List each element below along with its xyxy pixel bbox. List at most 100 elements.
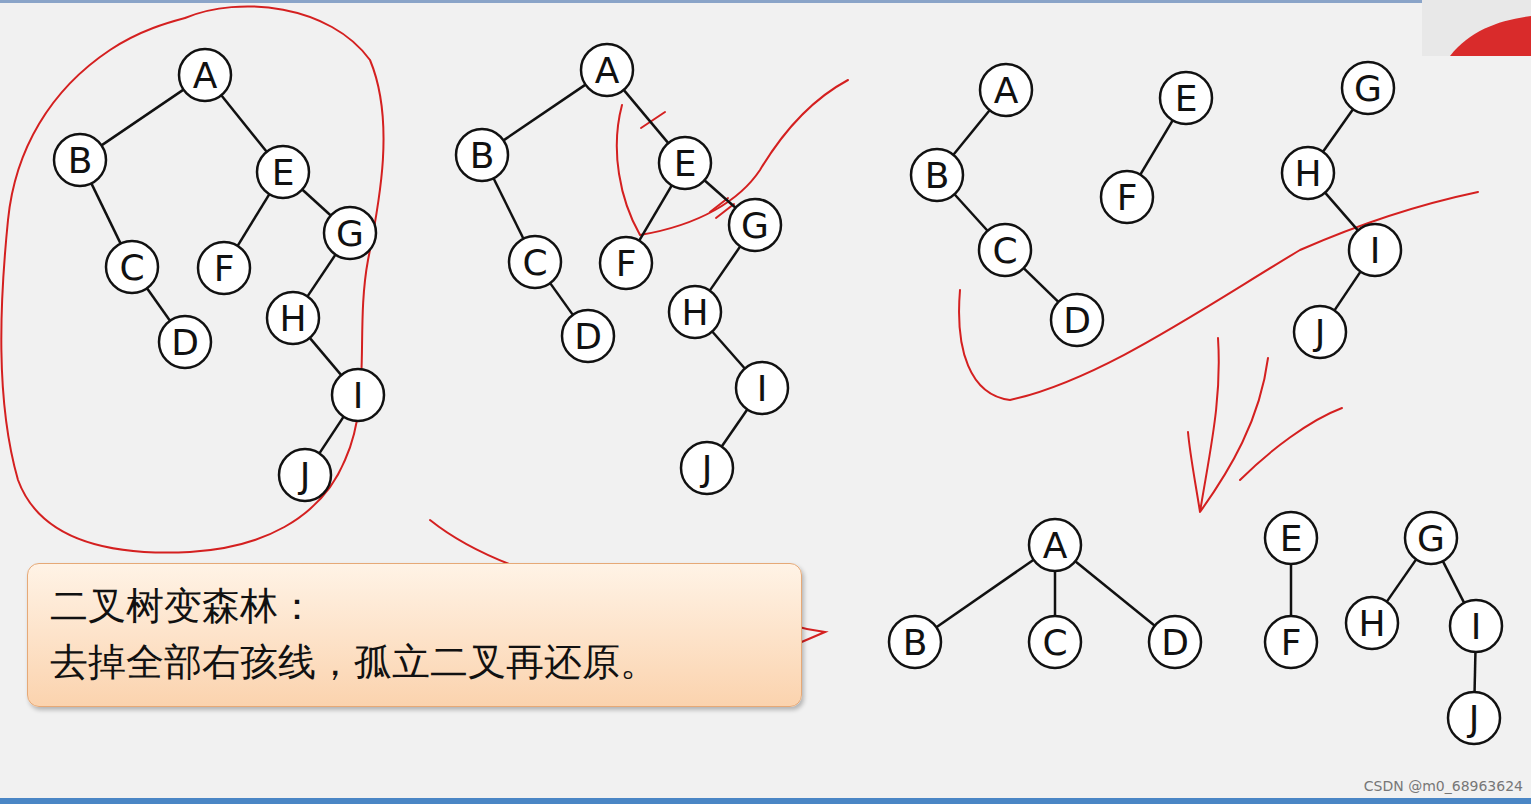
tree-edge (1325, 193, 1358, 231)
tree-edge (1024, 268, 1059, 302)
tree-node-circle: J (1292, 304, 1348, 360)
node-letter: I (1448, 598, 1504, 654)
tree-node-circle: I (1448, 598, 1504, 654)
tree-node-circle: A (579, 42, 635, 98)
tree-edge (1140, 120, 1172, 174)
tree-node-circle: F (1263, 614, 1319, 670)
tree-node-circle: D (157, 314, 213, 370)
watermark: CSDN @m0_68963624 (1364, 778, 1523, 794)
rule-body: 去掉全部右孩线，孤立二叉再还原。 (50, 634, 779, 690)
tree-edge (504, 85, 586, 141)
tree-node-circle: B (909, 147, 965, 203)
tree-node-circle: A (978, 62, 1034, 118)
node-letter: B (887, 614, 943, 670)
red-arrow (1188, 338, 1342, 512)
tree-edge (639, 185, 672, 240)
tree-edge (1473, 652, 1476, 692)
node-letter: A (579, 42, 635, 98)
node-letter: F (598, 235, 654, 291)
tree-node-circle: H (667, 284, 723, 340)
top-rule (0, 0, 1422, 3)
tree-node-circle: H (265, 290, 321, 346)
tree-edge (624, 90, 669, 143)
rule-box: 二叉树变森林：去掉全部右孩线，孤立二叉再还原。 (27, 563, 802, 707)
tree-edge (550, 283, 573, 315)
tree-edge (1443, 561, 1464, 603)
webcam-corner (1422, 0, 1531, 56)
node-letter: E (255, 144, 311, 200)
tree-edge (302, 190, 331, 216)
node-letter: D (560, 308, 616, 364)
tree-edge (953, 110, 989, 155)
tree-node-circle: D (560, 308, 616, 364)
tree-edge (1387, 559, 1416, 601)
tree-edge (221, 95, 266, 151)
tree-edge (494, 178, 524, 238)
tree-node-circle: G (727, 197, 783, 253)
node-letter: H (667, 284, 723, 340)
tree-node-circle: J (277, 447, 333, 503)
node-letter: J (1292, 304, 1348, 360)
tree-node-circle: H (1280, 145, 1336, 201)
node-letter: G (1403, 510, 1459, 566)
tree-node-circle: A (177, 47, 233, 103)
tree-node-circle: C (507, 234, 563, 290)
tree-node-circle: C (977, 222, 1033, 278)
tree-node-circle: C (1027, 614, 1083, 670)
tree-node-circle: G (322, 205, 378, 261)
tree-node-circle: A (1027, 517, 1083, 573)
node-letter: B (52, 132, 108, 188)
tree-edge (1290, 564, 1293, 616)
tree-node-circle: D (1049, 292, 1105, 348)
node-letter: I (734, 360, 790, 416)
node-letter: J (679, 440, 735, 496)
tree-edge (147, 288, 170, 321)
tree-edge (936, 560, 1033, 627)
tree-node-circle: B (454, 127, 510, 183)
node-letter: F (1263, 614, 1319, 670)
tree-node-circle: I (1347, 222, 1403, 278)
node-letter: E (1158, 70, 1214, 126)
node-letter: D (1049, 292, 1105, 348)
tree-node-circle: E (1158, 70, 1214, 126)
tree-edge (704, 180, 735, 208)
tree-edge (307, 255, 335, 297)
node-letter: H (1344, 595, 1400, 651)
node-letter: G (727, 197, 783, 253)
node-letter: C (1027, 614, 1083, 670)
node-letter: G (1340, 60, 1396, 116)
tree-edge (1075, 561, 1155, 625)
node-letter: A (1027, 517, 1083, 573)
tree-node-circle: I (330, 367, 386, 423)
node-letter: C (977, 222, 1033, 278)
node-letter: B (909, 147, 965, 203)
tree-edge (102, 90, 184, 146)
tree-node-circle: J (679, 440, 735, 496)
bottom-band (0, 798, 1531, 804)
tree-node-circle: F (196, 240, 252, 296)
tree-edge (954, 194, 987, 230)
tree-node-circle: I (734, 360, 790, 416)
tree-edge (722, 409, 748, 446)
node-letter: A (177, 47, 233, 103)
tree-node-circle: H (1344, 595, 1400, 651)
rule-heading: 二叉树变森林： (50, 578, 779, 634)
tree-node-circle: G (1340, 60, 1396, 116)
tree-edge (1323, 109, 1353, 152)
tree-node-circle: F (598, 235, 654, 291)
tree-node-circle: E (657, 135, 713, 191)
tree-node-circle: B (887, 614, 943, 670)
node-letter: F (1099, 169, 1155, 225)
node-letter: C (507, 234, 563, 290)
tree-edge (310, 338, 341, 375)
tree-node-circle: B (52, 132, 108, 188)
tree-edge (238, 194, 270, 246)
node-letter: I (330, 367, 386, 423)
tree-node-circle: C (104, 239, 160, 295)
webcam-shape (1450, 16, 1531, 56)
node-letter: I (1347, 222, 1403, 278)
tree-edge (319, 417, 343, 454)
tree-edge (91, 183, 120, 243)
node-letter: D (1147, 614, 1203, 670)
tree-edge (710, 246, 740, 290)
